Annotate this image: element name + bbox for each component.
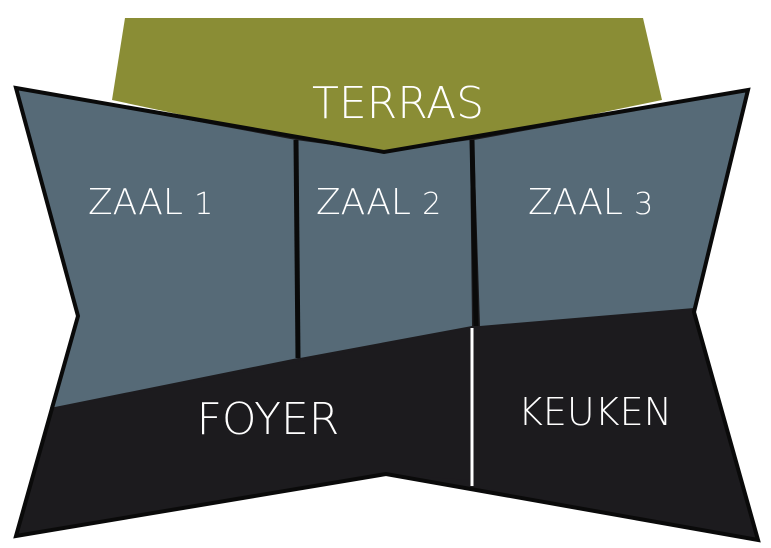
room-zaal-1[interactable]	[16, 88, 298, 408]
room-terras[interactable]	[112, 18, 662, 158]
room-keuken[interactable]	[474, 310, 758, 540]
label-zaal-3: ZAAL 3	[528, 182, 653, 223]
room-zaal-2[interactable]	[296, 140, 472, 358]
label-zaal-1-number: 1	[194, 187, 213, 222]
wall-zaal2-zaal3	[469, 139, 479, 327]
room-zaal-3[interactable]	[474, 90, 748, 326]
label-zaal-3-text: ZAAL	[528, 182, 623, 223]
label-zaal-3-number: 3	[634, 187, 653, 222]
label-terras: TERRAS	[312, 78, 484, 129]
room-foyer[interactable]	[16, 328, 470, 536]
label-zaal-2: ZAAL 2	[316, 182, 441, 223]
label-foyer: FOYER	[197, 394, 340, 445]
label-zaal-1-text: ZAAL	[88, 182, 183, 223]
wall-zaal1-zaal2	[293, 139, 301, 359]
label-zaal-1: ZAAL 1	[88, 182, 213, 223]
building-border	[13, 85, 761, 543]
label-zaal-2-text: ZAAL	[316, 182, 411, 223]
label-zaal-2-number: 2	[422, 187, 441, 222]
label-keuken: KEUKEN	[518, 390, 672, 434]
